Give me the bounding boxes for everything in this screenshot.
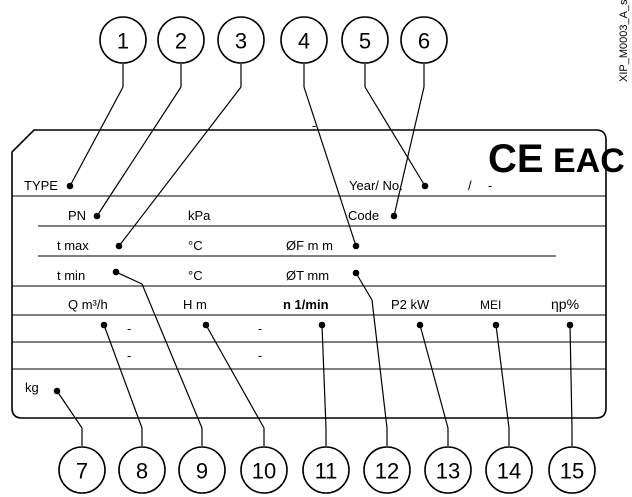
- callout-circle-13: [424, 446, 472, 494]
- callout-circle-9: [178, 446, 226, 494]
- phi-f-label: ØF m m: [286, 238, 333, 253]
- callout-circle-3: [217, 16, 265, 64]
- plate-rules: [12, 195, 606, 370]
- h-dash-2: -: [258, 348, 262, 363]
- callout-circle-15: [548, 446, 596, 494]
- callout-circle-8: [118, 446, 166, 494]
- dash-top: -: [312, 118, 316, 133]
- callout-number-3: 3: [235, 29, 247, 54]
- callout-circle-5: [341, 16, 389, 64]
- phi-t-label: ØT mm: [286, 268, 329, 283]
- q-dash-1: -: [127, 321, 131, 336]
- pn-label: PN: [68, 208, 86, 223]
- code-label: Code: [348, 208, 379, 223]
- type-label: TYPE: [24, 178, 58, 193]
- leader-lines: [56, 64, 573, 446]
- callout-number-2: 2: [175, 29, 187, 54]
- callout-circle-14: [485, 446, 533, 494]
- kg-label: kg: [25, 380, 39, 395]
- callout-number-11: 11: [315, 459, 338, 484]
- n-label: n 1/min: [283, 297, 329, 312]
- callout-circle-1: [99, 16, 147, 64]
- callout-circle-2: [157, 16, 205, 64]
- callout-number-4: 4: [298, 29, 310, 54]
- callout-number-13: 13: [436, 459, 460, 484]
- callout-circle-12: [363, 446, 411, 494]
- callout-number-8: 8: [136, 459, 148, 484]
- callout-circle-6: [400, 16, 448, 64]
- callout-number-10: 10: [252, 459, 276, 484]
- eta-label: ηp%: [551, 296, 579, 312]
- callout-number-7: 7: [76, 459, 88, 484]
- q-dash-2: -: [127, 348, 131, 363]
- h-label: H m: [183, 297, 207, 312]
- p2-label: P2 kW: [391, 297, 430, 312]
- year-separator: /: [468, 178, 472, 193]
- callout-number-12: 12: [375, 459, 399, 484]
- callout-circle-11: [302, 446, 350, 494]
- q-label: Q m³/h: [68, 297, 108, 312]
- leader-dots: [53, 182, 574, 395]
- mei-label: MEI: [480, 298, 501, 312]
- t-max-unit: °C: [188, 238, 203, 253]
- eac-mark: EAC: [553, 142, 625, 180]
- callout-circle-10: [240, 446, 288, 494]
- h-dash-1: -: [258, 321, 262, 336]
- callout-number-14: 14: [497, 459, 521, 484]
- document-code: XIP_M0003_A_sc: [618, 0, 630, 82]
- kpa-unit: kPa: [188, 208, 211, 223]
- year-no-label: Year/ No.: [349, 178, 403, 193]
- callout-number-15: 15: [560, 459, 584, 484]
- t-min-unit: °C: [188, 268, 203, 283]
- callout-number-9: 9: [196, 459, 208, 484]
- callout-number-6: 6: [418, 29, 430, 54]
- nameplate-outline: [11, 129, 607, 419]
- ce-mark: CE: [488, 137, 544, 181]
- callout-circle-4: [280, 16, 328, 64]
- callout-number-5: 5: [359, 29, 371, 54]
- t-min-label: t min: [57, 268, 85, 283]
- callout-circle-7: [58, 446, 106, 494]
- year-dash: -: [488, 178, 492, 193]
- callout-number-1: 1: [117, 29, 129, 54]
- t-max-label: t max: [57, 238, 89, 253]
